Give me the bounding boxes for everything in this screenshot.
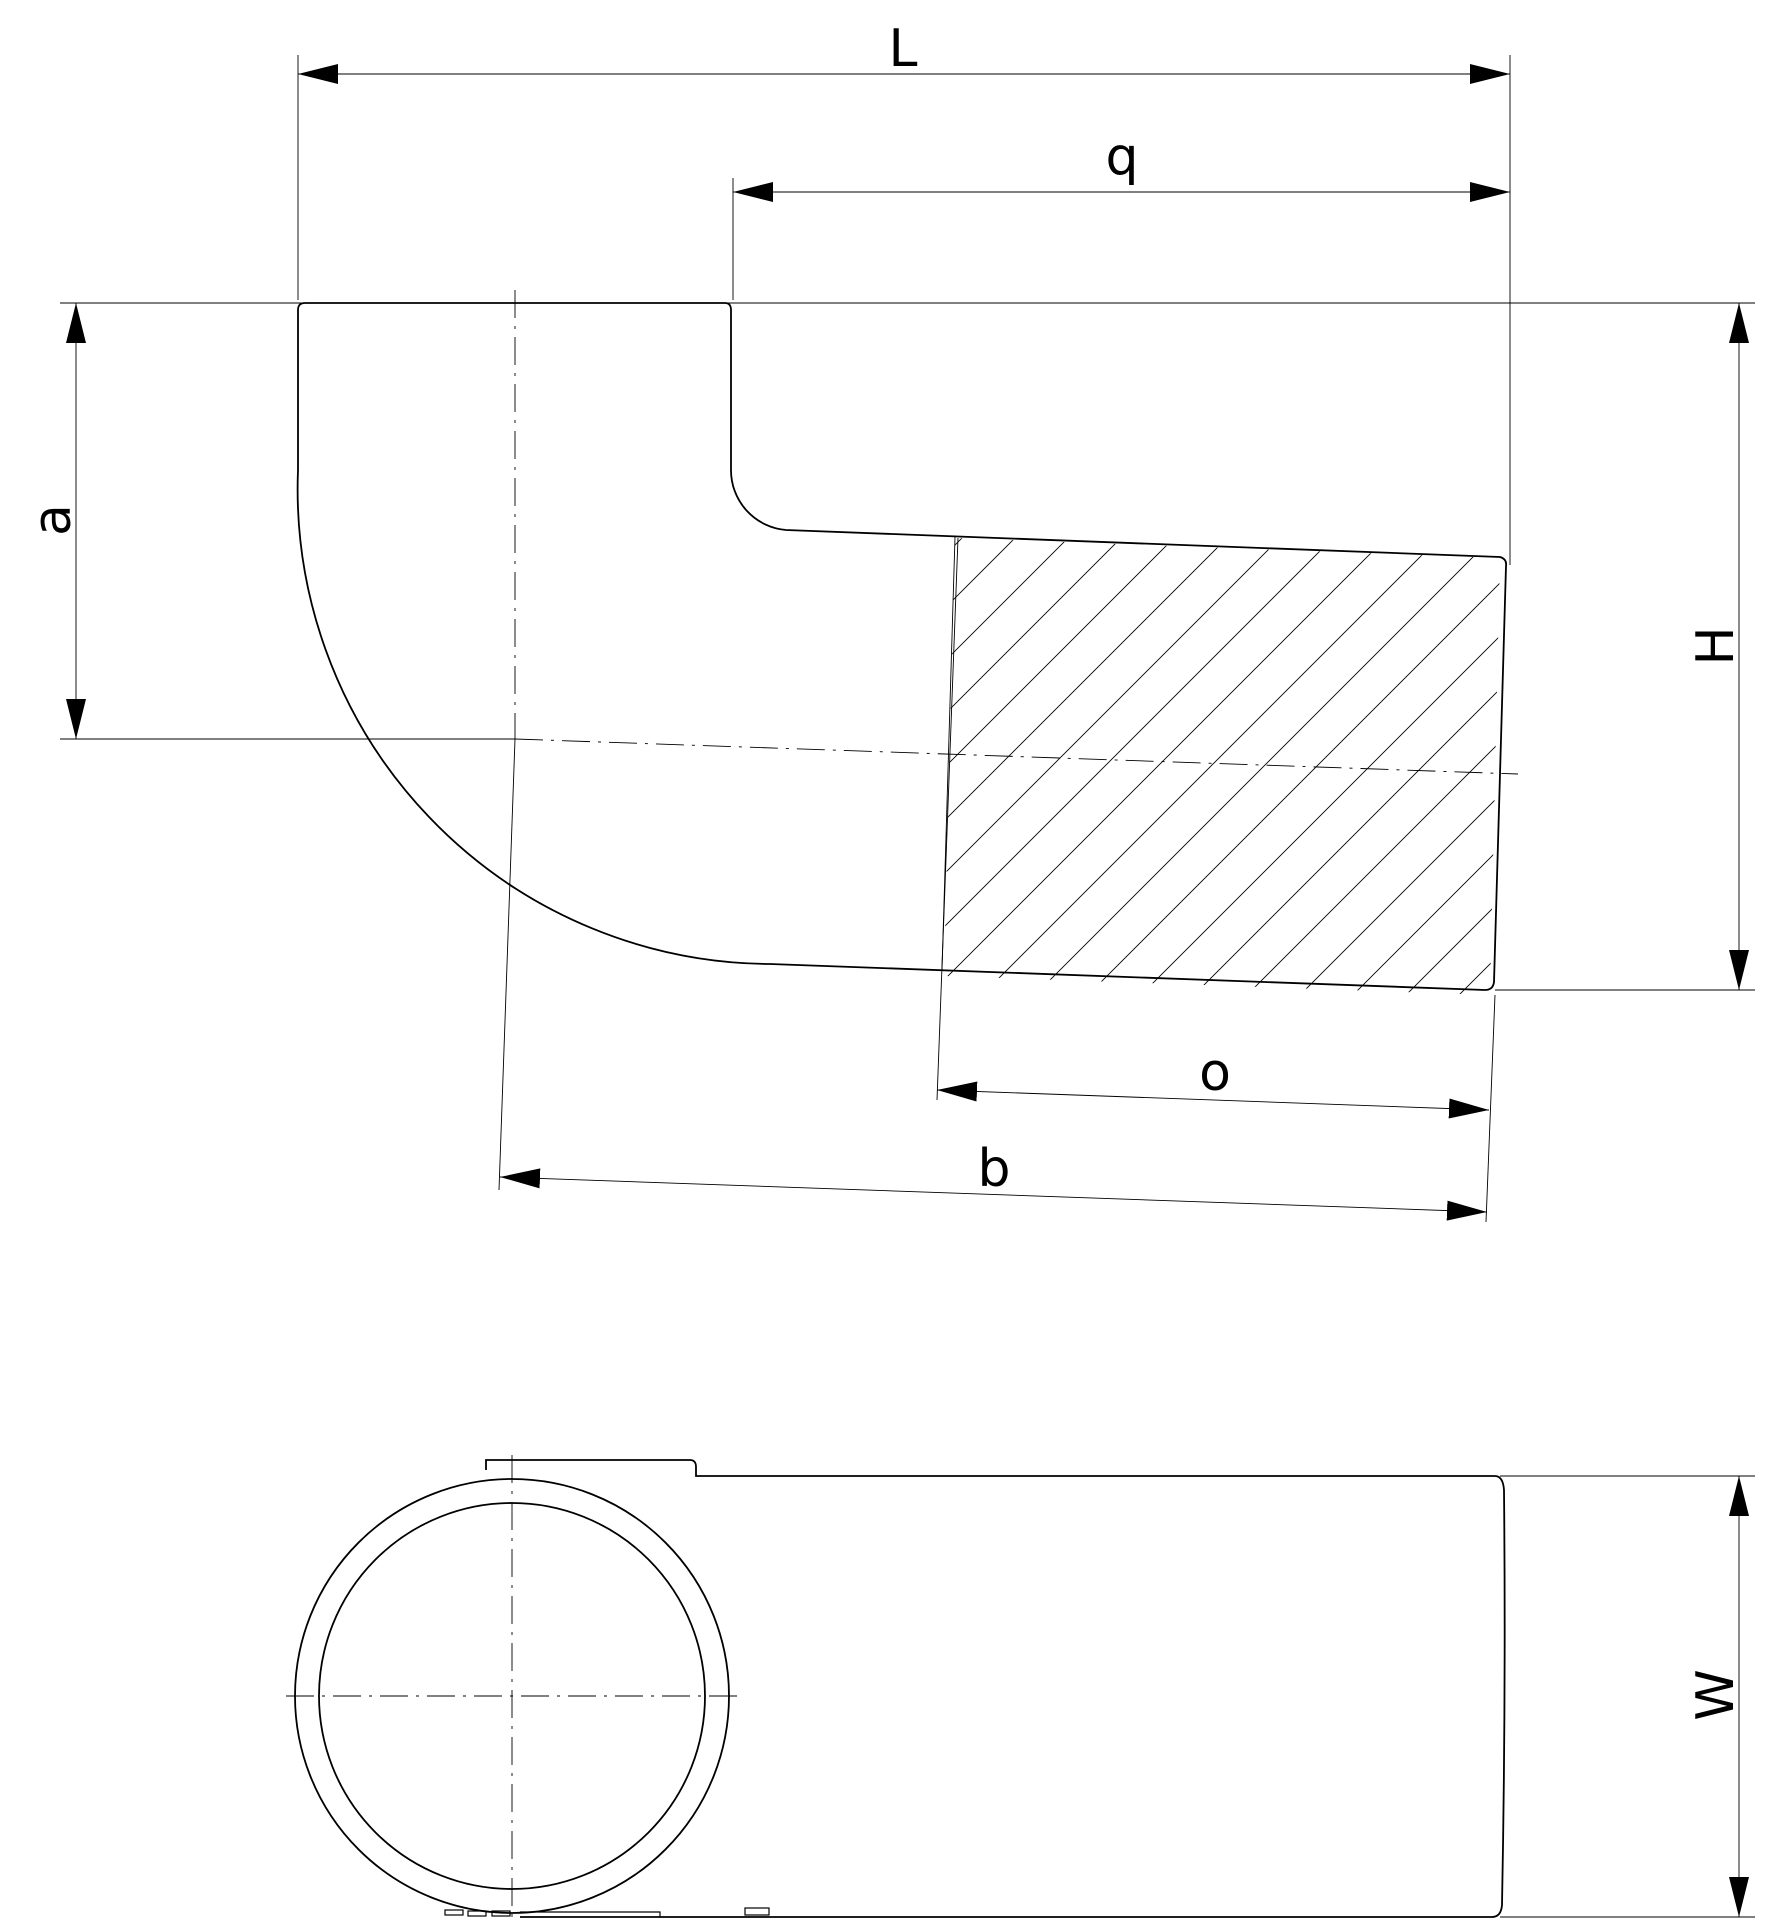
pipe-body-outline [485, 1459, 1506, 1918]
dimensions [66, 64, 1749, 1917]
extension-lines [60, 55, 1755, 1223]
label-W: W [1686, 1669, 1746, 1720]
top-view [286, 1455, 1755, 1918]
dim-line-o [936, 1081, 1490, 1119]
dim-line-b [499, 1168, 1488, 1221]
label-q: q [1105, 127, 1138, 187]
hatch-boundary [941, 536, 956, 971]
label-b: b [977, 1139, 1010, 1199]
label-a: a [23, 504, 83, 536]
section-hatching [944, 538, 1500, 995]
top-center-lines [286, 1455, 742, 1917]
label-o: o [1199, 1043, 1231, 1103]
side-view [60, 55, 1755, 1223]
label-H: H [1686, 626, 1746, 665]
top-extension-lines [1500, 1475, 1755, 1918]
label-L: L [889, 19, 918, 79]
center-lines [514, 290, 1519, 775]
elbow-outline [296, 302, 1508, 991]
base-marks [444, 1907, 770, 1917]
socket-outer-circle [294, 1478, 730, 1914]
socket-inner-circle [318, 1502, 706, 1890]
dimension-labels: L q a H o b W [23, 19, 1746, 1721]
